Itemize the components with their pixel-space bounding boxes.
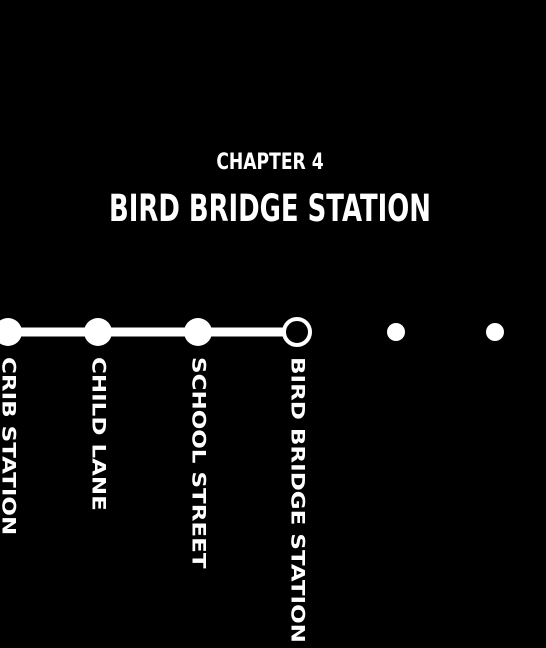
station-marker-current (282, 317, 312, 347)
chapter-label: CHAPTER 4 (216, 150, 324, 175)
station-marker-upcoming (387, 323, 405, 341)
station-marker-visited (84, 318, 112, 346)
station-marker-visited (0, 318, 22, 346)
station-name-label: CRIB STATION (0, 357, 19, 536)
station-name-label: BIRD BRIDGE STATION (286, 357, 308, 643)
station-marker-upcoming (486, 323, 504, 341)
station-marker-visited (184, 318, 212, 346)
station-name-label: SCHOOL STREET (187, 357, 209, 569)
chapter-title: BIRD BRIDGE STATION (109, 187, 431, 230)
station-name-label: CHILD LANE (87, 357, 109, 511)
route-map (0, 317, 546, 347)
